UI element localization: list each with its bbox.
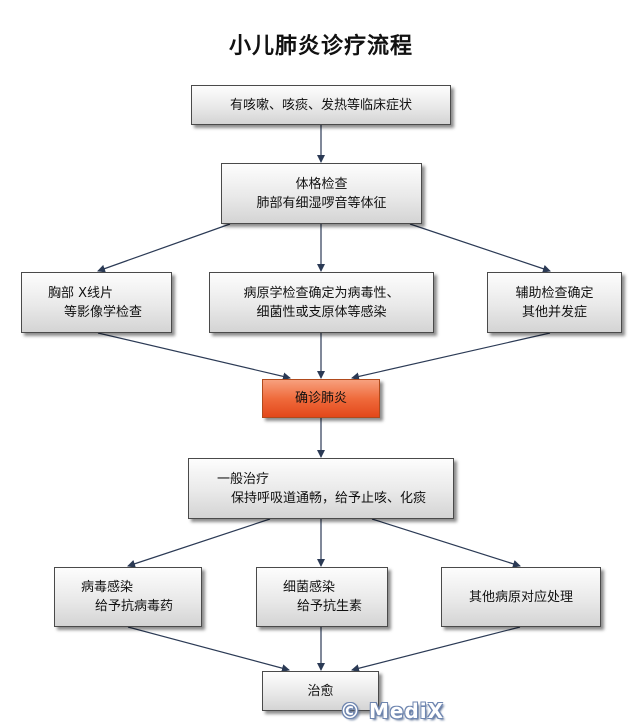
node-pathogen-test: 病原学检查确定为病毒性、 细菌性或支原体等感染 [209, 272, 434, 333]
node-cured-text: 治愈 [307, 683, 334, 699]
arrow-aux-to-diagnosis [351, 332, 551, 381]
node-viral-line1: 病毒感染 [81, 580, 134, 595]
node-other-pathogen-text: 其他病原对应处理 [468, 589, 573, 605]
arrow-treatment-to-other [371, 518, 521, 568]
node-symptoms-text: 有咳嗽、咳痰、发热等临床症状 [229, 97, 412, 113]
node-chest-xray-line1: 胸部 X线片 [48, 285, 114, 301]
node-aux-exam: 辅助检查确定 其他并发症 [487, 272, 622, 333]
arrow-exam-to-aux [409, 223, 551, 273]
arrow-other-to-cured [351, 626, 521, 673]
node-general-treatment-line2: 保持呼吸道通畅，给予止咳、化痰 [231, 490, 427, 506]
node-bacterial-line2: 给予抗生素 [297, 599, 363, 614]
arrow-xray-to-diagnosis [97, 332, 291, 381]
node-viral: 病毒感染 给予抗病毒药 [54, 567, 202, 627]
node-diagnosis-text: 确诊肺炎 [294, 391, 347, 406]
node-physical-exam: 体格检查 肺部有细湿啰音等体征 [221, 163, 422, 224]
node-other-pathogen: 其他病原对应处理 [441, 567, 601, 627]
node-chest-xray: 胸部 X线片 等影像学检查 [21, 272, 172, 333]
node-bacterial: 细菌感染 给予抗生素 [256, 567, 388, 627]
page-title: 小儿肺炎诊疗流程 [228, 34, 413, 59]
node-diagnosis: 确诊肺炎 [262, 379, 380, 418]
arrow-viral-to-cured [127, 626, 290, 673]
node-general-treatment-line1: 一般治疗 [217, 471, 270, 487]
node-symptoms: 有咳嗽、咳痰、发热等临床症状 [191, 85, 451, 125]
node-physical-exam-line1: 体格检查 [295, 176, 348, 192]
node-chest-xray-line2: 等影像学检查 [64, 304, 143, 320]
node-bacterial-line1: 细菌感染 [283, 580, 336, 595]
arrow-exam-to-xray [97, 223, 231, 273]
watermark: © MediX [340, 699, 445, 723]
node-viral-line2: 给予抗病毒药 [95, 599, 174, 614]
node-aux-exam-line1: 辅助检查确定 [515, 285, 594, 301]
arrow-treatment-to-viral [127, 518, 271, 568]
node-cured: 治愈 [262, 671, 379, 711]
node-pathogen-test-line1: 病原学检查确定为病毒性、 [243, 285, 400, 301]
node-aux-exam-line2: 其他并发症 [521, 304, 587, 320]
node-physical-exam-line2: 肺部有细湿啰音等体征 [256, 195, 387, 211]
node-pathogen-test-line2: 细菌性或支原体等感染 [256, 304, 387, 320]
node-general-treatment: 一般治疗 保持呼吸道通畅，给予止咳、化痰 [188, 458, 454, 519]
